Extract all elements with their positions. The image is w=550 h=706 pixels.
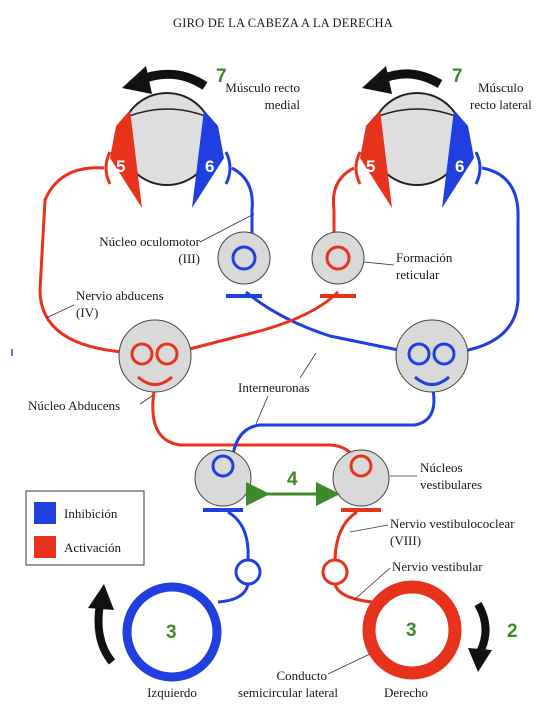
label-izquierdo: Izquierdo (147, 685, 197, 700)
right-abducens-nucleus (396, 320, 468, 392)
number-7-right: 7 (452, 66, 463, 87)
leader-reticular (364, 262, 394, 265)
label-nucleo-oculomotor-2: (III) (178, 251, 200, 266)
muscle-6-right: 6 (455, 157, 464, 176)
legend-swatch-activation (34, 536, 56, 558)
label-recto-lateral-2: recto lateral (470, 97, 532, 112)
right-ganglion (323, 560, 347, 584)
label-nucleo-abducens: Núcleo Abducens (28, 398, 120, 413)
reticular-formation-nucleus (312, 232, 364, 296)
right-nerve-to-canal (335, 584, 372, 602)
canal-arrow-right (478, 604, 486, 652)
path-left-abducens-nerve (40, 168, 140, 353)
label-nervio-vestibular: Nervio vestibular (392, 559, 483, 574)
leader-nucleo-abducens (140, 396, 152, 404)
legend: Inhibición Activación (26, 491, 144, 565)
label-nervio-vestibulococlear-2: (VIII) (390, 533, 421, 548)
left-vestibular-nerve (228, 512, 248, 560)
synapse-left-blue (226, 152, 230, 184)
label-nucleos-vestibulares-2: vestibulares (420, 477, 482, 492)
label-formacion-reticular-1: Formación (396, 250, 453, 265)
label-derecho: Derecho (384, 685, 428, 700)
rotation-arrowhead-left (122, 66, 152, 94)
left-vestibular-nucleus (195, 450, 251, 510)
muscle-6-left: 6 (205, 157, 214, 176)
label-conducto-1: Conducto (276, 668, 327, 683)
label-recto-lateral-1: Músculo (478, 80, 524, 95)
label-conducto-2: semicircular lateral (238, 685, 338, 700)
canal-arrowhead-right (468, 648, 492, 672)
canal-arrowhead-left (88, 584, 114, 610)
muscle-5-left: 5 (116, 157, 125, 176)
label-recto-medial-1: Músculo recto (225, 80, 300, 95)
label-nervio-vestibulococlear-1: Nervio vestibulococlear (390, 516, 515, 531)
leader-vestibulococlear (350, 525, 388, 532)
diagram-title: GIRO DE LA CABEZA A LA DERECHA (173, 16, 393, 30)
legend-swatch-inhibition (34, 502, 56, 524)
synapse-left-red (106, 152, 110, 184)
leader-abducens-nerve (46, 305, 74, 318)
label-interneuronas: Interneuronas (238, 380, 309, 395)
leader-conducto (328, 654, 370, 674)
number-3-right: 3 (406, 620, 417, 641)
number-2: 2 (507, 621, 518, 642)
rotation-arrowhead-right (362, 66, 392, 94)
label-nucleos-vestibulares-1: Núcleos (420, 460, 463, 475)
muscle-5-right: 5 (366, 157, 375, 176)
label-nervio-abducens-2: (IV) (76, 305, 98, 320)
right-vestibular-nucleus (333, 450, 389, 510)
left-ganglion (236, 560, 260, 584)
right-vestibular-nerve (335, 512, 357, 560)
label-nervio-abducens-1: Nervio abducens (76, 288, 164, 303)
canal-arrow-left (99, 604, 113, 662)
label-nucleo-oculomotor-1: Núcleo oculomotor (99, 234, 200, 249)
label-recto-medial-2: medial (265, 97, 301, 112)
left-nerve-to-canal (218, 584, 248, 602)
leader-interneuronas-2 (256, 396, 268, 424)
label-formacion-reticular-2: reticular (396, 267, 440, 282)
number-4: 4 (287, 469, 298, 490)
leader-interneuronas-1 (300, 353, 316, 378)
left-abducens-nucleus (119, 320, 191, 392)
legend-label-inhibition: Inhibición (64, 506, 118, 521)
synapse-right-red (356, 152, 360, 184)
path-right-abducens-to-left-vestibular (232, 385, 434, 462)
legend-label-activation: Activación (64, 540, 122, 555)
number-3-left: 3 (166, 622, 177, 643)
oculomotor-nucleus (218, 232, 270, 296)
synapse-right-blue (476, 152, 480, 184)
